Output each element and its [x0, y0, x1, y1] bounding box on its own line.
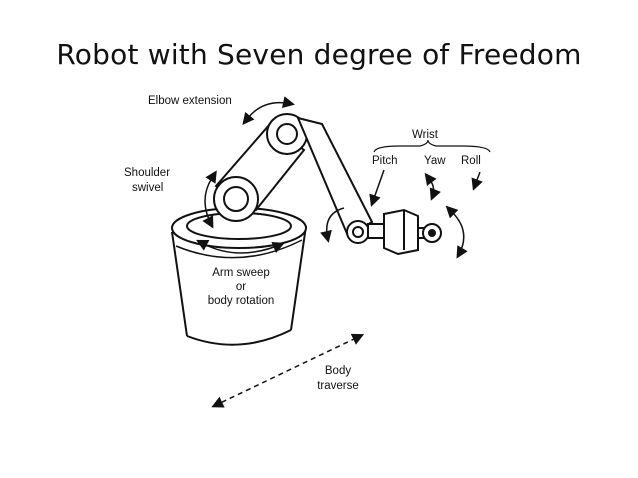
pitch-arc-arrow — [320, 207, 345, 243]
label-body-rotation: body rotation — [208, 295, 275, 307]
wrist-assembly — [367, 208, 442, 256]
label-or: or — [236, 281, 246, 293]
label-wrist: Wrist — [412, 129, 439, 141]
label-elbow-extension: Elbow extension — [148, 95, 232, 107]
label-traverse: traverse — [317, 380, 359, 392]
upper-arm — [213, 113, 308, 222]
elbow-extension-arrow — [242, 96, 295, 126]
label-shoulder: Shoulder — [124, 167, 170, 179]
label-arm-sweep: Arm sweep — [212, 267, 270, 279]
label-pitch: Pitch — [372, 155, 398, 167]
slide-title: Robot with Seven degree of Freedom — [56, 38, 582, 71]
roll-rotation-arrow — [445, 205, 468, 259]
label-swivel: swivel — [132, 182, 163, 194]
label-body: Body — [325, 365, 351, 377]
yaw-arrow — [424, 172, 441, 201]
wrist-brace — [373, 139, 491, 153]
label-roll: Roll — [461, 155, 481, 167]
pitch-arrow — [369, 169, 385, 207]
forearm — [296, 116, 374, 244]
roll-arrow — [471, 171, 483, 191]
label-yaw: Yaw — [424, 155, 446, 167]
shoulder-swivel-arrow — [202, 170, 217, 229]
arm-sweep-arrow — [195, 239, 285, 254]
